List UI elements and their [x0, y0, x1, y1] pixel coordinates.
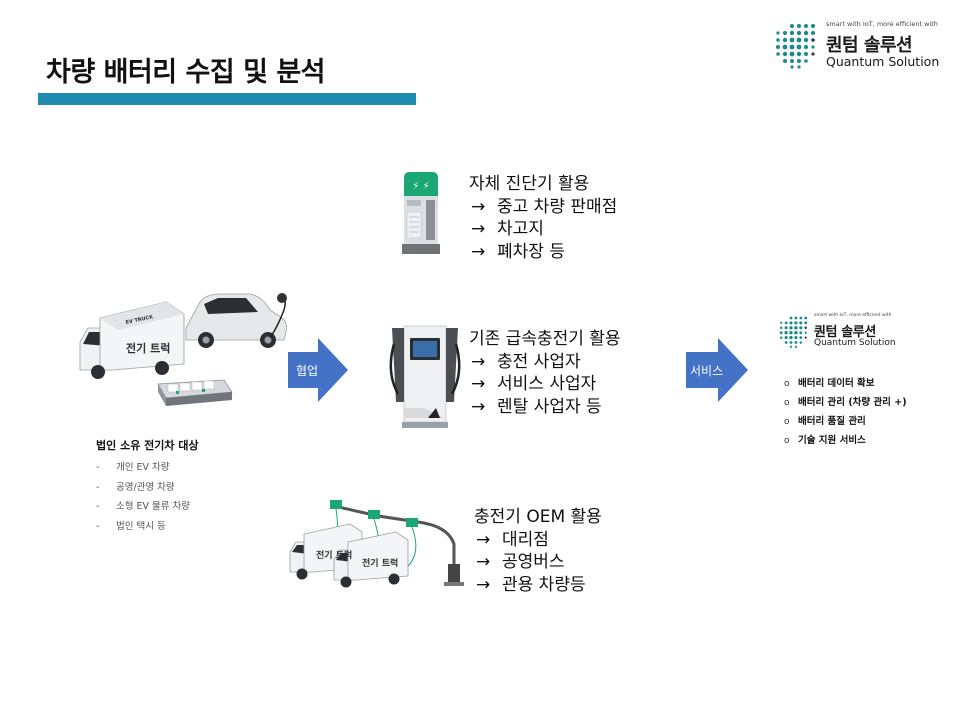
cooperation-label: 협업 — [296, 364, 319, 378]
target-heading: 법인 소유 전기차 대상 — [96, 439, 199, 452]
list-item: -법인 택시 등 — [96, 520, 166, 532]
list-item: →대리점 — [476, 529, 549, 550]
bullet-icon: o — [784, 436, 790, 446]
bullet-icon: o — [784, 417, 790, 427]
block-heading: 충전기 OEM 활용 — [474, 507, 602, 527]
arrow-right-icon: → — [471, 219, 486, 239]
list-item: -공영/관영 차량 — [96, 481, 175, 493]
logo-tagline: smart with IoT, more efficient with — [814, 313, 892, 318]
block-arrow-icon — [288, 338, 348, 402]
bullet-icon: o — [784, 379, 790, 389]
arrow-right-icon: → — [476, 529, 491, 550]
service-arrow: 서비스 — [686, 338, 748, 402]
dash-icon: - — [96, 481, 100, 493]
arrow-right-icon: → — [476, 574, 491, 595]
diagnostic-device-illustration: ⚡ ⚡ — [402, 172, 440, 254]
ev-vehicles-illustration: 전기 트럭 EV TRUCK — [79, 293, 287, 406]
bus-label-1: 전기 트럭 — [316, 549, 352, 561]
dash-icon: - — [96, 501, 100, 512]
list-item: →충전 사업자 — [471, 351, 581, 372]
arrow-right-icon: → — [471, 196, 486, 217]
logo-name-en: Quantum Solution — [826, 54, 940, 69]
list-item: →공영버스 — [476, 552, 565, 572]
block-arrow-icon — [686, 338, 748, 402]
service-label: 서비스 — [690, 364, 724, 378]
block-heading: 자체 진단기 활용 — [469, 174, 590, 194]
oem-charger-illustration: 전기 트럭 전기 트럭 — [289, 500, 464, 588]
list-item: →관용 차량등 — [476, 574, 586, 595]
cooperation-arrow: 협업 — [288, 338, 348, 402]
title-underline-bar — [38, 93, 416, 105]
svg-text:⚡ ⚡: ⚡ ⚡ — [412, 181, 429, 192]
logo-dots-icon — [779, 316, 808, 348]
company-logo: smart with IoT, more efficient with 퀀텀 솔… — [772, 20, 940, 72]
company-logo-small: smart with IoT, more efficient with 퀀텀 솔… — [777, 313, 896, 353]
fast-charger-illustration — [389, 325, 461, 428]
dash-icon: - — [96, 462, 100, 473]
target-list: -개인 EV 차량 -공영/관영 차량 -소형 EV 물류 차량 -법인 택시 … — [96, 459, 190, 537]
list-item: -소형 EV 물류 차량 — [96, 501, 191, 512]
self-diagnosis-block: 자체 진단기 활용 →중고 차량 판매점 →차고지 →폐차장 등 — [469, 173, 617, 263]
list-item: →서비스 사업자 — [471, 374, 597, 394]
list-item: →폐차장 등 — [471, 241, 565, 262]
block-heading: 기존 급속충전기 활용 — [469, 329, 621, 349]
dash-icon: - — [96, 520, 100, 532]
page-title: 차량 배터리 수집 및 분석 — [46, 57, 326, 88]
list-item: →중고 차량 판매점 — [471, 196, 618, 217]
list-item: →렌탈 사업자 등 — [471, 396, 602, 417]
bus-label-2: 전기 트럭 — [362, 557, 398, 569]
oem-charger-block: 충전기 OEM 활용 →대리점 →공영버스 →관용 차량등 — [474, 506, 602, 596]
logo-name-ko: 퀀텀 솔루션 — [814, 325, 876, 340]
arrow-right-icon: → — [471, 241, 486, 262]
fast-charger-block: 기존 급속충전기 활용 →충전 사업자 →서비스 사업자 →렌탈 사업자 등 — [469, 328, 621, 418]
arrow-right-icon: → — [476, 552, 491, 572]
truck-brand: EV TRUCK — [125, 314, 155, 326]
arrow-right-icon: → — [471, 374, 486, 394]
arrow-right-icon: → — [471, 351, 486, 372]
list-item: -개인 EV 차량 — [96, 462, 170, 473]
logo-tagline: smart with IoT, more efficient with — [826, 20, 938, 28]
logo-dots-icon — [776, 24, 815, 69]
logo-name-en: Quantum Solution — [814, 338, 896, 348]
arrow-right-icon: → — [471, 396, 486, 417]
bullet-icon: o — [784, 398, 790, 408]
truck-label: 전기 트럭 — [126, 341, 170, 355]
logo-name-ko: 퀀텀 솔루션 — [826, 35, 913, 56]
list-item: →차고지 — [471, 219, 544, 239]
